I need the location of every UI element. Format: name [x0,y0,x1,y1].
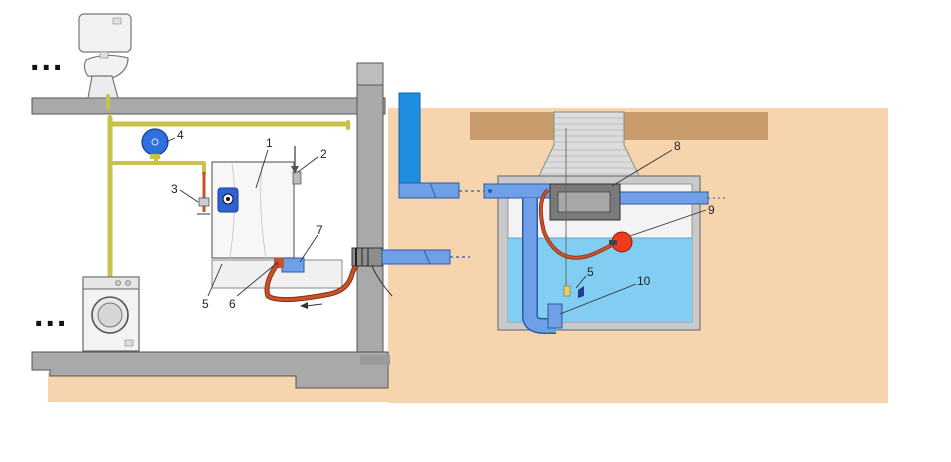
toilet [78,13,132,99]
callout-9: 9 [708,203,715,217]
toilet-bowl [83,54,129,79]
flow-arrow [300,302,323,309]
toilet-tank [78,13,132,53]
upper-floor-slab [31,97,386,115]
callout-5-tank: 5 [587,265,594,279]
callout-4: 4 [177,128,184,142]
callout-5: 5 [202,297,209,311]
level-sensor [563,285,584,298]
callout-leaders [165,137,707,315]
callout-3: 3 [171,182,178,196]
inlet-valve [197,172,210,215]
building-structure [31,62,390,389]
callout-10: 10 [637,274,651,288]
non-return-unit [549,128,621,288]
vent-pipework [106,94,351,278]
callouts: 1 2 3 4 5 6 7 8 9 10 5 [171,128,715,311]
callout-6: 6 [229,297,236,311]
air-admittance-valve [141,128,169,159]
riser-pipe [522,198,563,334]
callout-8: 8 [674,139,681,153]
continuation-dots-lower: ... [34,296,68,334]
continuation-dots-upper: ... [30,40,64,78]
outlet-pipe [381,249,470,265]
washing-machine [82,276,140,352]
outlet-fitting [274,257,305,273]
callout-2: 2 [320,147,327,161]
float-switch [609,231,633,253]
exterior-wall [356,62,384,356]
downpipe [398,92,486,199]
vent-arrow-2 [291,146,299,174]
pressure-hose [264,255,375,303]
callout-1: 1 [266,136,273,150]
tank-through-pipe [483,183,728,205]
callout-7: 7 [316,223,323,237]
